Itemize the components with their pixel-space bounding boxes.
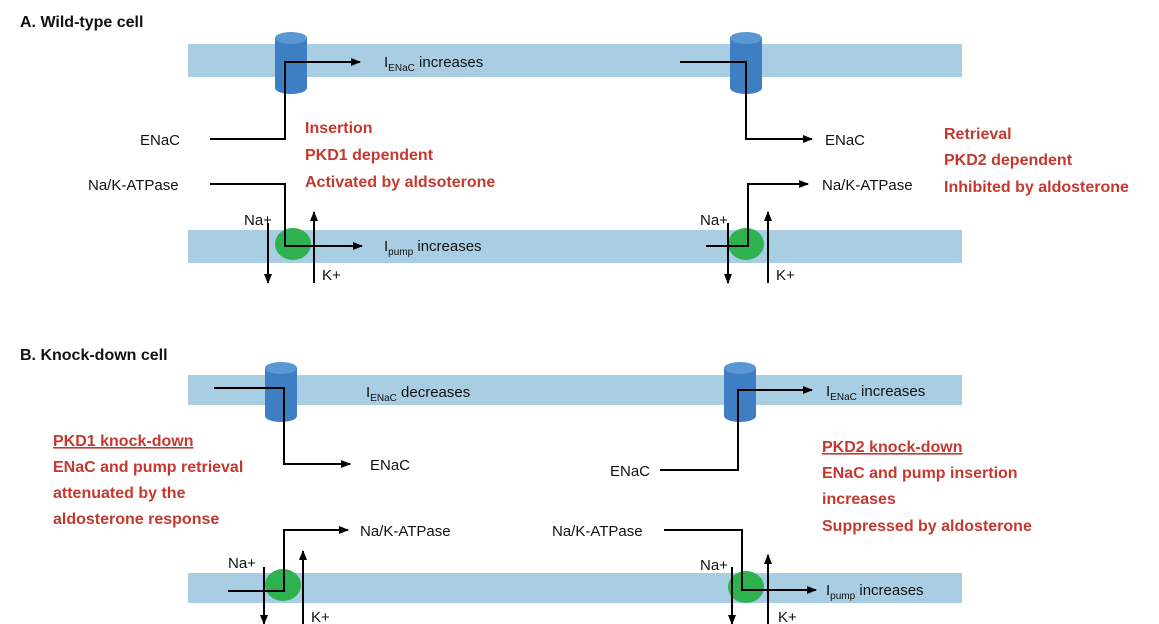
- panel-b-basolateral-membrane: [188, 573, 962, 603]
- na-k-atpase-label: Na/K-ATPase: [822, 177, 913, 194]
- insertion-arrow: [210, 183, 363, 250]
- note-line: aldosterone response: [53, 511, 219, 528]
- retrieval-arrow: [680, 61, 813, 143]
- k-label: K+: [322, 267, 341, 284]
- k-label: K+: [311, 609, 330, 624]
- enac-label: ENaC: [610, 463, 650, 480]
- note-line: Insertion: [305, 120, 373, 137]
- k-label: K+: [776, 267, 795, 284]
- na-k-atpase-label: Na/K-ATPase: [88, 177, 179, 194]
- note-line: PKD2 dependent: [944, 152, 1073, 169]
- note-line: ENaC and pump retrieval: [53, 459, 243, 476]
- enac-channel-icon: [724, 362, 756, 422]
- note-line: increases: [822, 491, 896, 508]
- note-line: Retrieval: [944, 126, 1012, 143]
- retrieval-arrow: [228, 526, 349, 592]
- na-k-pump-icon: [275, 228, 311, 260]
- insertion-arrow: [664, 529, 817, 594]
- panel-b: B. Knock-down cell IENaC decreases: [20, 347, 1032, 624]
- enac-current-label: IENaC decreases: [366, 384, 470, 404]
- panel-a-apical-membrane: [188, 44, 962, 77]
- note-line: Activated by aldsoterone: [305, 174, 495, 191]
- insertion-arrow: [660, 386, 813, 471]
- panel-b-apical-membrane: [188, 375, 962, 405]
- enac-label: ENaC: [140, 132, 180, 149]
- note-line: PKD1 dependent: [305, 147, 434, 164]
- enac-label: ENaC: [370, 457, 410, 474]
- na-k-pump-icon: [728, 571, 764, 603]
- insertion-arrow: [210, 58, 361, 140]
- pump-current-label: Ipump increases: [384, 238, 482, 258]
- knockdown-heading: PKD1 knock-down: [53, 433, 193, 450]
- note-line: ENaC and pump insertion: [822, 465, 1018, 482]
- na-label: Na+: [700, 212, 728, 229]
- k-label: K+: [778, 609, 797, 624]
- pump-current-label: Ipump increases: [826, 582, 924, 602]
- panel-a-title: A. Wild-type cell: [20, 14, 143, 31]
- na-label: Na+: [700, 557, 728, 574]
- panel-b-title: B. Knock-down cell: [20, 347, 168, 364]
- retrieval-arrow: [214, 387, 351, 468]
- enac-label: ENaC: [825, 132, 865, 149]
- knockdown-heading: PKD2 knock-down: [822, 439, 962, 456]
- na-label: Na+: [244, 212, 272, 229]
- note-line: Inhibited by aldosterone: [944, 179, 1129, 196]
- panel-a: A. Wild-type cell IENaC increases: [20, 14, 1129, 284]
- na-k-atpase-label: Na/K-ATPase: [360, 523, 451, 540]
- enac-current-label: IENaC increases: [826, 383, 925, 403]
- na-label: Na+: [228, 555, 256, 572]
- note-line: Suppressed by aldosterone: [822, 518, 1032, 535]
- enac-channel-icon: [265, 362, 297, 422]
- note-line: attenuated by the: [53, 485, 186, 502]
- na-k-atpase-label: Na/K-ATPase: [552, 523, 643, 540]
- na-k-pump-icon: [728, 228, 764, 260]
- enac-current-label: IENaC increases: [384, 54, 483, 74]
